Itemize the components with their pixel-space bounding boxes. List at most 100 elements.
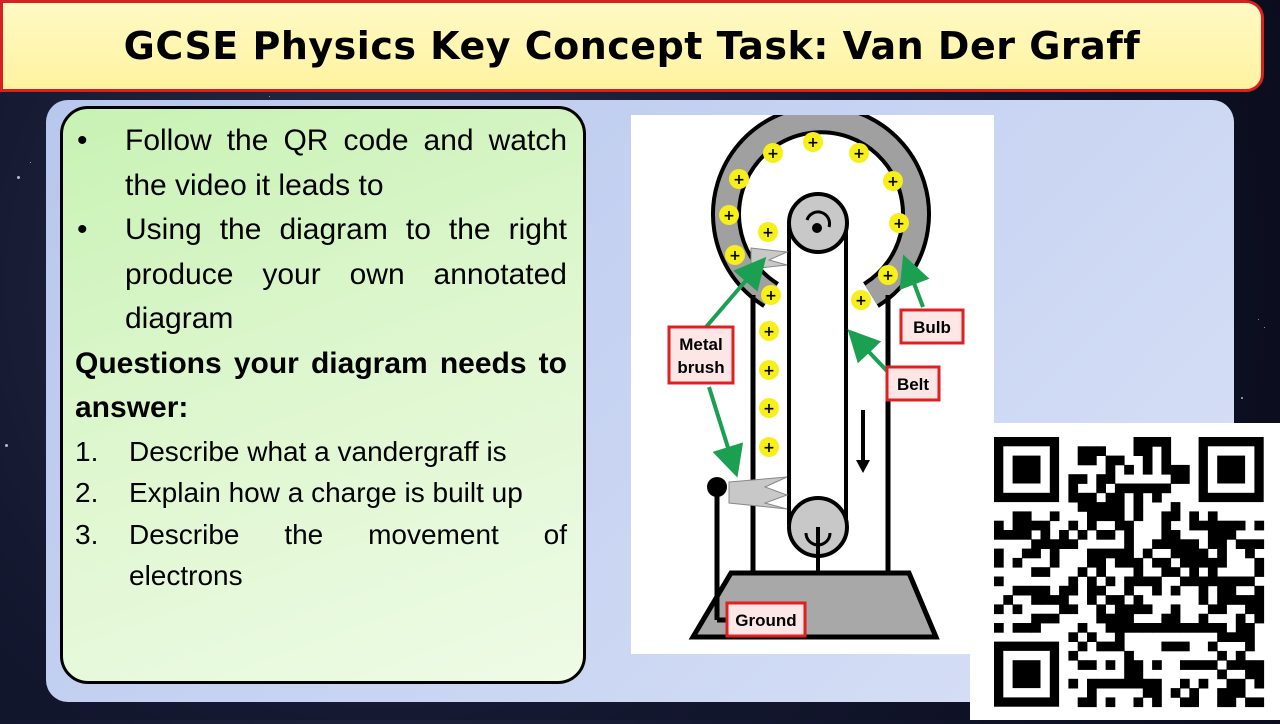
questions-heading: Questions your diagram needs to answer: (75, 346, 567, 425)
qr-module (1077, 455, 1088, 466)
qr-finder-inner (1217, 455, 1246, 484)
qr-module (1096, 483, 1106, 494)
qr-module (1142, 688, 1153, 698)
qr-module (1235, 623, 1246, 633)
qr-module (1087, 502, 1097, 512)
qr-module (1170, 474, 1181, 484)
qr-module (1087, 678, 1097, 689)
qr-module (1217, 585, 1227, 596)
qr-module (1031, 623, 1041, 633)
qr-module (1096, 511, 1106, 522)
qr-module (1254, 669, 1265, 680)
belt-arrow (847, 329, 889, 373)
charge-sign: + (853, 146, 865, 162)
qr-module (1161, 530, 1172, 540)
qr-module (1059, 604, 1069, 615)
qr-module (1235, 632, 1246, 642)
qr-module (1189, 520, 1199, 531)
qr-module (1114, 502, 1125, 512)
bulb-label-text: Bulb (913, 318, 951, 337)
qr-module (1180, 660, 1190, 670)
metal-brush-label: Metal brush (667, 325, 735, 385)
qr-module (1096, 604, 1106, 615)
star (1257, 319, 1259, 321)
qr-module (1189, 688, 1199, 698)
qr-module (1189, 623, 1199, 633)
qr-module (1087, 576, 1097, 587)
qr-module (1207, 539, 1218, 549)
qr-module (1254, 660, 1265, 670)
qr-module (1124, 530, 1134, 540)
qr-module (1170, 511, 1181, 522)
qr-module (1152, 678, 1162, 689)
instructions-box: • Follow the QR code and watch the video… (60, 106, 586, 684)
qr-module (1254, 595, 1265, 605)
qr-module (1189, 539, 1199, 549)
qr-module (1161, 613, 1172, 624)
qr-module (1133, 483, 1144, 494)
qr-module (1161, 623, 1172, 633)
qr-module (1245, 641, 1255, 652)
qr-module (1124, 520, 1134, 531)
positive-charge-icon (889, 213, 909, 233)
qr-module (1142, 455, 1153, 466)
qr-module (1217, 520, 1227, 531)
positive-charges: ++++++++++++++++ (719, 132, 909, 457)
qr-module (1235, 576, 1246, 587)
charge-sign: + (763, 363, 775, 379)
qr-code-image[interactable] (970, 423, 1280, 720)
qr-module (1180, 697, 1190, 708)
qr-module (1152, 688, 1162, 698)
qr-module (1087, 492, 1097, 503)
qr-module (1114, 613, 1125, 624)
qr-module (1235, 678, 1246, 689)
qr-module (1031, 520, 1041, 531)
qr-module (1114, 492, 1125, 503)
qr-code[interactable] (970, 423, 1280, 720)
qr-module (1040, 595, 1051, 605)
instruction-text: Follow the QR code and watch the video i… (125, 124, 567, 202)
charge-sign: + (723, 208, 735, 224)
qr-module (1226, 520, 1237, 531)
qr-module (1077, 446, 1088, 456)
charge-sign: + (807, 135, 819, 151)
qr-module (1087, 595, 1097, 605)
qr-module (1105, 530, 1116, 540)
qr-module (1133, 502, 1144, 512)
qr-module (1059, 539, 1069, 549)
qr-module (1012, 530, 1023, 540)
qr-module (1133, 437, 1144, 447)
qr-module (1189, 548, 1199, 559)
positive-charge-icon (763, 143, 783, 163)
charge-sign: + (887, 174, 899, 190)
instruction-item: • Using the diagram to the right produce… (75, 208, 567, 342)
qr-module (1040, 585, 1051, 596)
bullet-icon: • (77, 213, 88, 246)
qr-module (1096, 502, 1106, 512)
qr-module (1133, 595, 1144, 605)
qr-module (1217, 604, 1227, 615)
qr-module (1235, 688, 1246, 698)
belt-label-text: Belt (897, 375, 929, 394)
qr-module (1161, 446, 1172, 456)
qr-module (1198, 548, 1209, 559)
qr-module (1189, 660, 1199, 670)
top-roller (787, 192, 849, 254)
qr-module (1031, 548, 1041, 559)
qr-module (1142, 464, 1153, 475)
qr-module (1180, 678, 1190, 689)
qr-module (1170, 688, 1181, 698)
qr-module (1235, 660, 1246, 670)
question-number: 3. (75, 518, 99, 550)
qr-module (1217, 576, 1227, 587)
qr-module (1152, 623, 1162, 633)
qr-module (1245, 660, 1255, 670)
qr-module (1142, 623, 1153, 633)
positive-charge-icon (759, 360, 779, 380)
qr-module (1105, 548, 1116, 559)
qr-module (1077, 530, 1088, 540)
positive-charge-icon (851, 290, 871, 310)
qr-module (1170, 567, 1181, 577)
qr-module (1152, 437, 1162, 447)
qr-module (1040, 613, 1051, 624)
